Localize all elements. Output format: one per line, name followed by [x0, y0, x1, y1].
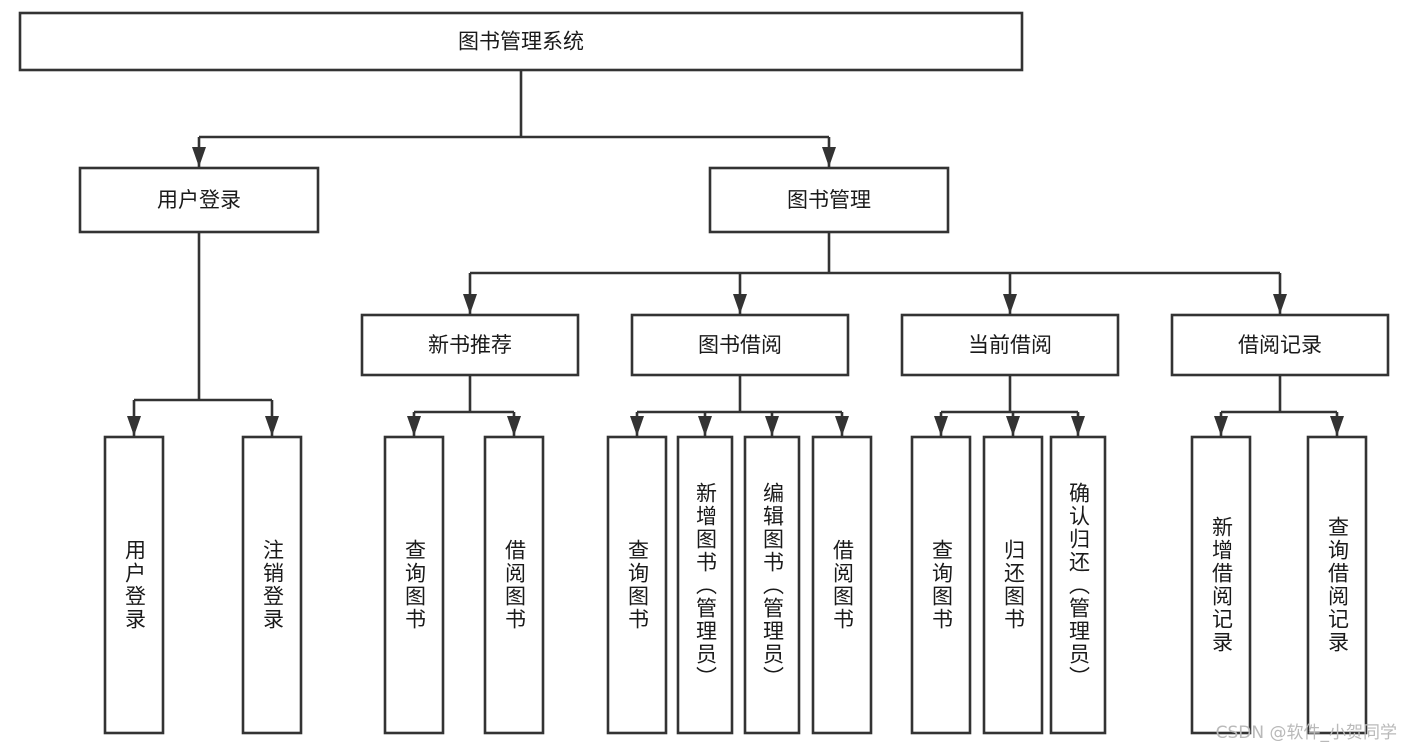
arrow-head-icon	[698, 416, 712, 436]
arrow-head-icon	[1330, 416, 1344, 436]
arrow-head-icon	[1006, 416, 1020, 436]
node-box-leaf-12[interactable]	[1306, 435, 1368, 735]
arrow-head-icon	[934, 416, 948, 436]
node-box-level2-0[interactable]	[78, 166, 320, 234]
arrow-head-icon	[463, 294, 477, 314]
node-label-图书管理-l2-1: 图书管理	[787, 188, 871, 212]
node-box-root-0[interactable]	[18, 11, 1024, 72]
node-box-leaf-4[interactable]	[606, 435, 668, 735]
arrow-head-icon	[835, 416, 849, 436]
arrow-head-icon	[733, 294, 747, 314]
arrow-head-icon	[1003, 294, 1017, 314]
boxes-layer	[18, 11, 1390, 735]
node-box-leaf-7[interactable]	[811, 435, 873, 735]
node-box-leaf-0[interactable]	[103, 435, 165, 735]
node-box-leaf-1[interactable]	[241, 435, 303, 735]
arrow-head-icon	[407, 416, 421, 436]
csdn-watermark: CSDN @软件_小贺同学	[1215, 723, 1397, 743]
node-box-leaf-10[interactable]	[1049, 435, 1107, 735]
node-box-leaf-9[interactable]	[982, 435, 1044, 735]
node-label-新书推荐-l3-0: 新书推荐	[428, 333, 512, 357]
arrow-head-icon	[630, 416, 644, 436]
node-box-level2-1[interactable]	[708, 166, 950, 234]
arrow-head-icon	[192, 147, 206, 167]
arrow-head-icon	[765, 416, 779, 436]
node-box-leaf-2[interactable]	[383, 435, 445, 735]
arrow-head-icon	[822, 147, 836, 167]
node-box-level3-0[interactable]	[360, 313, 580, 377]
node-box-level3-1[interactable]	[630, 313, 850, 377]
node-box-leaf-11[interactable]	[1190, 435, 1252, 735]
arrow-head-icon	[1273, 294, 1287, 314]
connectors-layer	[127, 70, 1344, 436]
arrow-head-icon	[265, 416, 279, 436]
node-box-level3-2[interactable]	[900, 313, 1120, 377]
node-box-level3-3[interactable]	[1170, 313, 1390, 377]
node-label-图书借阅-l3-1: 图书借阅	[698, 333, 782, 357]
node-box-leaf-5[interactable]	[676, 435, 734, 735]
node-box-leaf-8[interactable]	[910, 435, 972, 735]
node-box-leaf-6[interactable]	[743, 435, 801, 735]
arrow-head-icon	[1214, 416, 1228, 436]
node-label-当前借阅-l3-2: 当前借阅	[968, 333, 1052, 357]
node-label-借阅记录-l3-3: 借阅记录	[1238, 333, 1322, 357]
node-label-用户登录-l2-0: 用户登录	[157, 188, 241, 212]
arrow-head-icon	[507, 416, 521, 436]
node-box-leaf-3[interactable]	[483, 435, 545, 735]
arrow-head-icon	[1071, 416, 1085, 436]
arrow-head-icon	[127, 416, 141, 436]
node-label-root: 图书管理系统	[458, 30, 584, 54]
